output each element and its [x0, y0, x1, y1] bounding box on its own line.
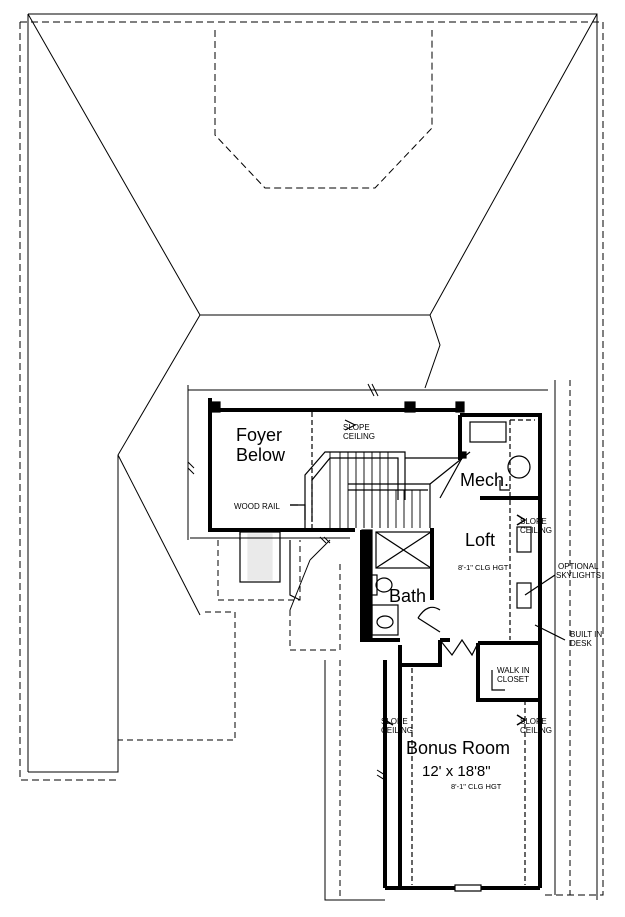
annotations: SLOPE CEILING WOOD RAIL SLOPE CEILING OP…: [234, 423, 602, 735]
bonus-ceiling-height: 8'-1" CLG HGT: [451, 782, 502, 791]
slope-note-foyer: SLOPE: [343, 423, 370, 432]
ceiling-note-loft: CEILING: [520, 526, 552, 535]
loft-ceiling-height: 8'-1" CLG HGT: [458, 563, 509, 572]
closet-note: CLOSET: [497, 675, 529, 684]
ceiling-note-bonus-right: CEILING: [520, 726, 552, 735]
ceiling-note-bonus-left: CEILING: [381, 726, 413, 735]
bonus-room-label: Bonus Room: [406, 738, 510, 758]
walk-in-note: WALK IN: [497, 666, 530, 675]
built-in-note: BUILT IN: [570, 630, 602, 639]
bonus-room-size: 12' x 18'8": [422, 763, 491, 780]
walls: [208, 398, 542, 890]
foyer-label-1: Foyer: [236, 425, 282, 445]
bath-label: Bath: [389, 586, 426, 606]
room-labels: Foyer Below Mech. Loft 8'-1" CLG HGT Bat…: [236, 425, 510, 791]
roof-outline: [19, 13, 604, 901]
optional-note: OPTIONAL: [558, 562, 599, 571]
ceiling-note-foyer: CEILING: [343, 432, 375, 441]
mech-label: Mech.: [460, 470, 509, 490]
slope-note-bonus-right: SLOPE: [520, 717, 547, 726]
interior-lines: [211, 401, 566, 892]
skylights-note: SKYLIGHTS: [556, 571, 601, 580]
wood-rail-note: WOOD RAIL: [234, 502, 280, 511]
desk-note: DESK: [570, 639, 592, 648]
dimension-lines: [187, 383, 548, 781]
slope-note-bonus-left: SLOPE: [381, 717, 408, 726]
slope-note-loft: SLOPE: [520, 517, 547, 526]
foyer-label-2: Below: [236, 445, 286, 465]
loft-label: Loft: [465, 530, 495, 550]
